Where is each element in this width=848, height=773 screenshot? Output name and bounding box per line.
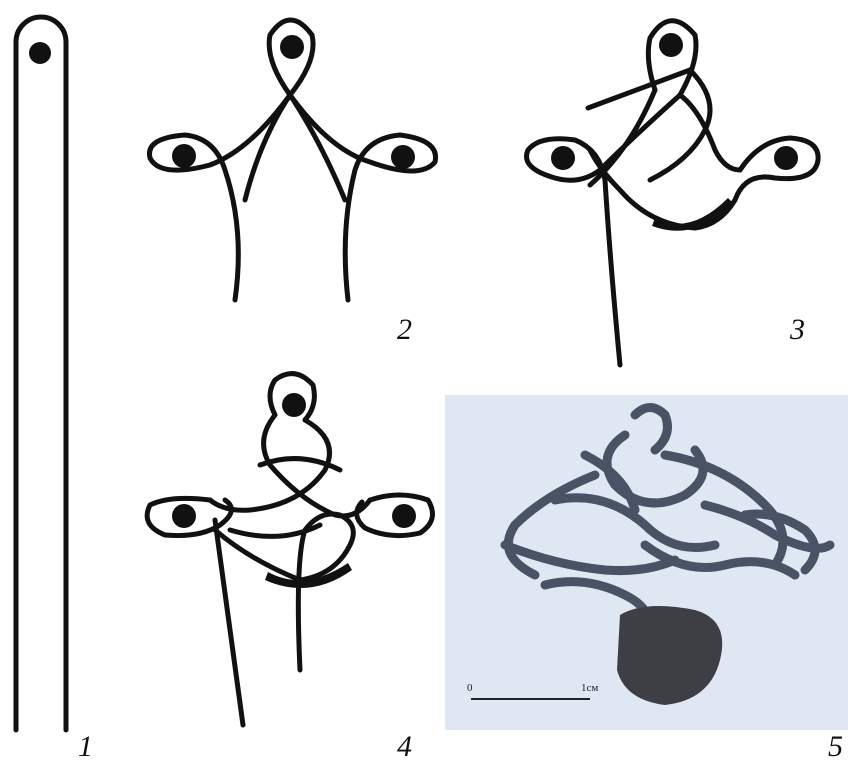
panel-label-5: 5 — [828, 732, 843, 762]
panel-3-drawing — [527, 21, 819, 365]
panel-label-1: 1 — [78, 732, 93, 762]
panel-1-drawing — [16, 17, 66, 730]
scale-start-label: 0 — [467, 682, 473, 694]
panel-3-left-loop — [527, 95, 680, 365]
panel-4-left-hole — [172, 504, 196, 528]
panel-4-right-hole — [392, 504, 416, 528]
panel-3-top-hole — [659, 33, 683, 57]
panel-2-left-hole — [172, 144, 196, 168]
panel-label-2: 2 — [397, 315, 412, 345]
panel-label-4: 4 — [397, 732, 412, 762]
panel-2-right-loop — [290, 95, 436, 300]
panel-2-top-hole — [280, 35, 304, 59]
artifact-photo: 0 1см — [445, 395, 848, 730]
artifact-image — [445, 395, 848, 730]
panel-4-top-hole — [282, 393, 306, 417]
panel-2-left-loop — [149, 95, 290, 300]
panel-2-drawing — [149, 20, 435, 300]
panel-1-cord — [16, 17, 66, 730]
panel-3-thick-bend — [652, 198, 734, 231]
panel-3-left-hole — [551, 146, 575, 170]
artifact-top-loop — [635, 408, 667, 451]
panel-4-thick-bend — [265, 563, 352, 588]
artifact-strand-g — [645, 545, 795, 575]
panel-3-right-hole — [774, 146, 798, 170]
panel-2-right-hole — [391, 145, 415, 169]
scale-end-label: 1см — [581, 682, 598, 694]
panel-label-3: 3 — [790, 315, 805, 345]
artifact-corroded-mass — [617, 606, 722, 705]
panel-1-hole — [29, 42, 51, 64]
panel-4-drawing — [147, 374, 432, 725]
